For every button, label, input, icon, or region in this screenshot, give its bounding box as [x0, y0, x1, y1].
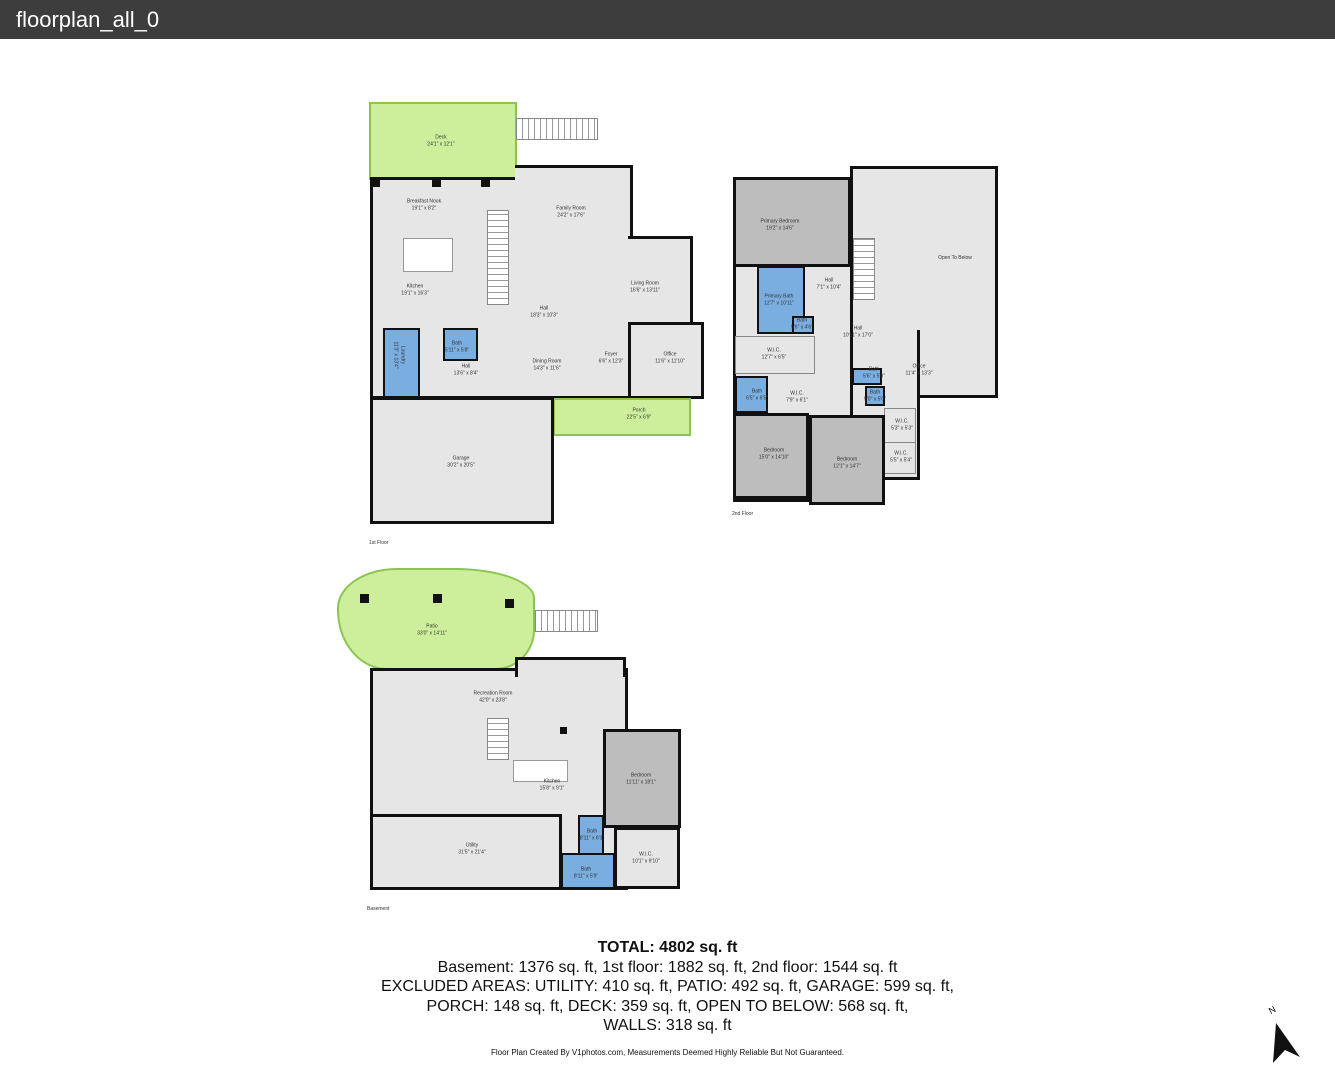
- bath-area: [792, 316, 814, 334]
- bath-area: [865, 386, 885, 406]
- room-label: W.I.C.7'9" x 6'1": [786, 390, 808, 404]
- pillar: [433, 594, 442, 603]
- room-label: Open To Below: [938, 254, 972, 261]
- room-label: W.I.C.10'1" x 9'10": [632, 851, 660, 865]
- summary-line: WALLS: 318 sq. ft: [603, 1017, 732, 1034]
- porch-area: [553, 398, 691, 436]
- pillar: [371, 178, 380, 187]
- pillar: [360, 594, 369, 603]
- wic-area: [735, 336, 815, 374]
- wic-area: [884, 442, 916, 474]
- room-label: W.I.C.5'3" x 5'3": [891, 418, 913, 432]
- patio-stairs: [535, 610, 598, 632]
- summary-line: PORCH: 148 sq. ft, DECK: 359 sq. ft, OPE…: [426, 997, 909, 1015]
- floor-label: 1st Floor: [369, 540, 389, 546]
- family-room-area: [515, 165, 633, 240]
- floor-label: Basement: [367, 906, 390, 912]
- bath-area: [561, 853, 615, 889]
- interior-stairs: [853, 238, 875, 300]
- pillar: [481, 178, 490, 187]
- kitchen-counter: [513, 760, 568, 782]
- bedroom-area: [603, 729, 681, 828]
- bath-area: [578, 815, 604, 855]
- office-area: [628, 322, 704, 399]
- room-label: W.I.C.5'5" x 5'4": [890, 450, 912, 464]
- bath-area: [443, 328, 478, 361]
- patio-area: [337, 568, 535, 670]
- disclaimer: Floor Plan Created By V1photos.com, Meas…: [490, 1048, 845, 1057]
- summary-line: Basement: 1376 sq. ft, 1st floor: 1882 s…: [437, 958, 898, 976]
- interior-stairs: [487, 210, 509, 305]
- primary-bedroom-area: [733, 177, 851, 267]
- room-label: W.I.C.12'7" x 6'5": [761, 347, 787, 361]
- interior-stairs: [487, 718, 509, 760]
- wic-area: [614, 827, 680, 889]
- recreation-room-north: [515, 657, 626, 677]
- kitchen-island: [403, 238, 453, 272]
- pillar: [505, 599, 514, 608]
- deck-stairs: [516, 118, 598, 140]
- area-summary: TOTAL: 4802 sq. ft Basement: 1376 sq. ft…: [0, 938, 1335, 1036]
- floor-label: 2nd Floor: [732, 511, 754, 517]
- window-title: floorplan_all_0: [0, 0, 1335, 39]
- bedroom-area: [809, 415, 885, 505]
- deck-area: [369, 102, 517, 180]
- utility-area: [370, 814, 562, 890]
- pillar: [560, 727, 567, 734]
- garage-area: [370, 397, 554, 524]
- bedroom-area: [733, 413, 809, 499]
- total-area: TOTAL: 4802 sq. ft: [597, 939, 738, 956]
- bath-area: [735, 376, 768, 413]
- pillar: [432, 178, 441, 187]
- north-arrow-icon: N: [1262, 1004, 1307, 1070]
- summary-line: EXCLUDED AREAS: UTILITY: 410 sq. ft, PAT…: [381, 978, 954, 995]
- bath-area: [852, 368, 882, 385]
